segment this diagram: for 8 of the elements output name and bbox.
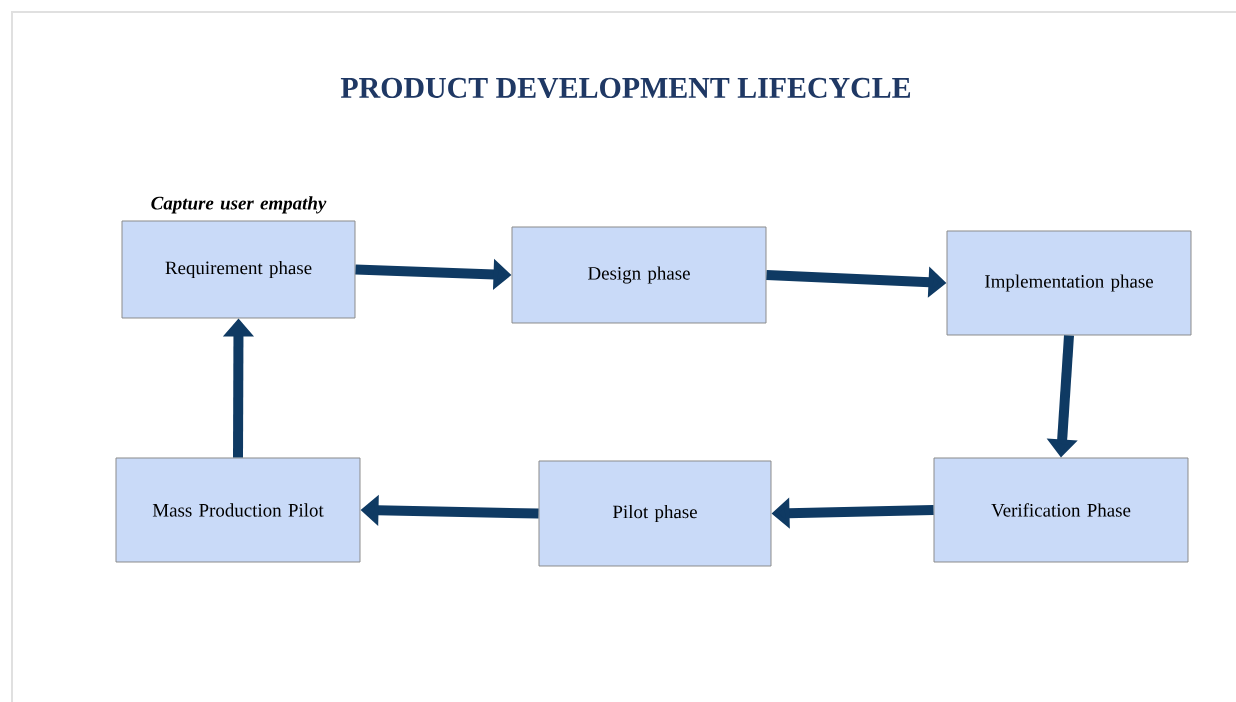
phase-box: Verification Phase <box>933 457 1189 563</box>
phase-box: Requirement phase <box>121 220 356 319</box>
phase-box: Implementation phase <box>946 230 1192 336</box>
phase-box: Design phase <box>511 226 767 324</box>
title: PRODUCT DEVELOPMENT LIFECYCLE <box>340 77 911 99</box>
phase-box: Pilot phase <box>538 460 772 567</box>
phase-box: Mass Production Pilot <box>115 457 361 563</box>
note: Capture user empathy <box>151 196 327 214</box>
